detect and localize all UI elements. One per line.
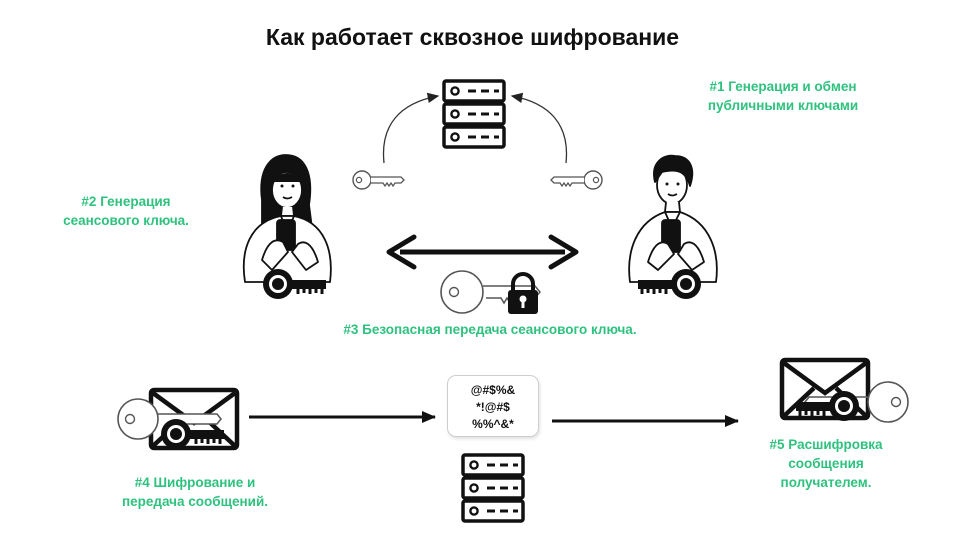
step-3-label: #3 Безопасная передача сеансового ключа. (343, 322, 637, 337)
ciphertext-box: @#$%& *!@#$ %%^&* (447, 375, 539, 437)
arrow-head-left-icon (386, 234, 417, 270)
server-icon-bottom (461, 453, 525, 523)
cipher-line: *!@#$ (476, 400, 510, 414)
key-icon-public-left (352, 170, 405, 190)
step-5-label: #5 Расшифровка сообщения получателем. (769, 437, 883, 490)
cipher-line: %%^&* (472, 417, 514, 431)
key-icon-envelope-left (117, 398, 222, 440)
step-2-label: #2 Генерация сеансового ключа. (63, 194, 189, 228)
curved-arrow-left (382, 92, 440, 164)
cipher-line: @#$%& (470, 383, 516, 397)
server-icon-top (442, 79, 506, 149)
padlock-icon (508, 272, 538, 314)
step-4-label: #4 Шифрование и передача сообщений. (122, 475, 268, 509)
man-icon (628, 154, 718, 283)
woman-icon (242, 154, 332, 283)
key-icon-public-right (550, 170, 603, 190)
arrow-head-right-icon (548, 234, 579, 270)
diagram-title: Как работает сквозное шифрование (265, 24, 680, 50)
curved-arrow-right (510, 92, 568, 164)
step-1-label: #1 Генерация и обмен публичными ключами (707, 79, 859, 113)
